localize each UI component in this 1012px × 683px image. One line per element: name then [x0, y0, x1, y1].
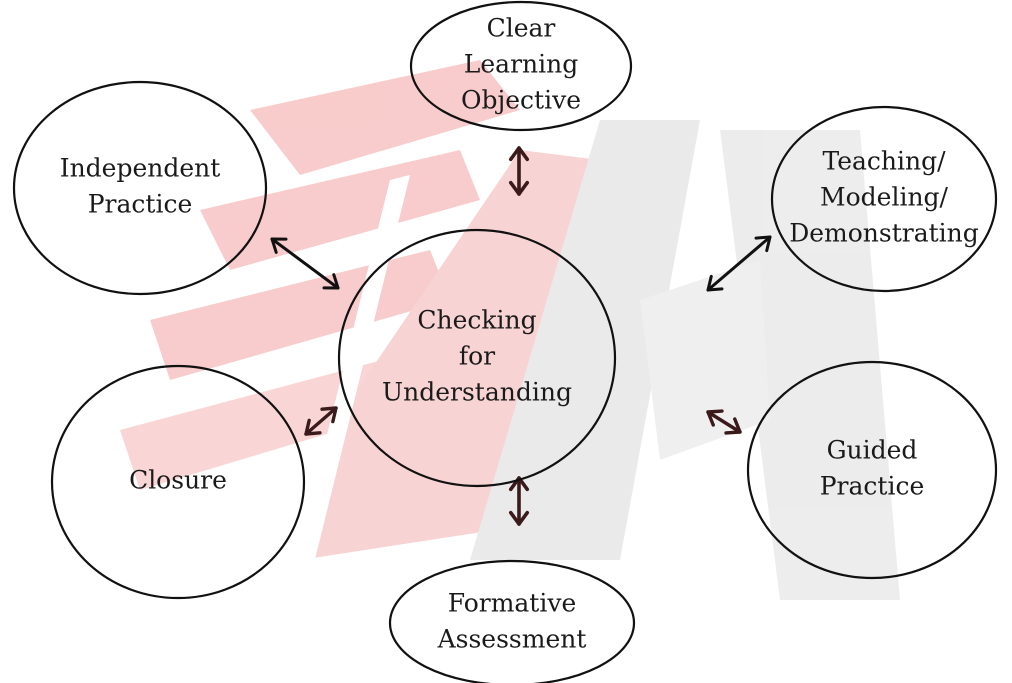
node-label-line: Modeling/	[820, 183, 949, 212]
watermark-red-band-1	[250, 60, 520, 175]
node-closure: Closure	[50, 364, 306, 600]
node-ellipse	[770, 105, 998, 293]
arrow-shaft	[270, 237, 340, 290]
arrowhead-start	[304, 418, 322, 436]
node-label-line: Closure	[129, 466, 227, 495]
node-label-line: Teaching/	[822, 147, 946, 176]
node-label-line: Checking	[417, 306, 536, 335]
arrow-teaching	[706, 235, 772, 292]
watermark-gray-m-mid	[640, 260, 770, 460]
watermark-gray-m-right	[720, 130, 900, 600]
node-label-line: Formative	[448, 589, 577, 618]
arrow-formative	[508, 476, 530, 526]
node-ellipse	[337, 228, 617, 488]
arrowhead-end	[322, 273, 340, 290]
watermark-red-band-4	[120, 350, 440, 490]
arrow-shaft	[706, 410, 742, 434]
node-label-line: Learning	[464, 50, 578, 79]
node-label-line: Assessment	[437, 625, 587, 654]
node-ellipse	[50, 364, 306, 600]
watermark-gap-stripe	[280, 175, 410, 625]
arrow-closure	[304, 406, 338, 436]
node-teaching: Teaching/Modeling/Demonstrating	[770, 105, 998, 293]
node-label-line: Clear	[487, 14, 556, 43]
arrowhead-end	[724, 417, 742, 435]
watermark-red-band-2	[200, 150, 480, 270]
node-label-line: Guided	[827, 436, 918, 465]
node-label-line: for	[459, 342, 495, 371]
arrow-shaft	[304, 406, 338, 436]
arrow-independent	[270, 237, 340, 290]
arrow-clear-objective	[508, 146, 530, 196]
arrowhead-start	[508, 146, 530, 162]
node-label-line: Understanding	[382, 378, 572, 407]
node-label-line: Objective	[461, 86, 581, 115]
node-ellipse	[388, 559, 636, 683]
arrowhead-end	[508, 180, 530, 196]
arrowhead-end	[754, 235, 772, 253]
edges-layer	[270, 146, 772, 526]
node-label-line: Practice	[820, 472, 925, 501]
node-ellipse	[746, 360, 998, 580]
node-label-line: Demonstrating	[789, 219, 979, 248]
arrow-shaft	[706, 235, 772, 292]
arrowhead-start	[270, 237, 288, 254]
arrowhead-start	[706, 274, 724, 292]
arrowhead-start	[706, 409, 724, 427]
arrowhead-end	[320, 406, 338, 424]
node-ellipse	[409, 0, 633, 132]
arrowhead-end	[508, 510, 530, 526]
arrow-guided	[706, 409, 742, 435]
node-label-line: Independent	[60, 154, 221, 183]
node-label-line: Practice	[88, 190, 193, 219]
node-ellipse	[12, 80, 268, 296]
watermark-gray-m-left	[470, 120, 700, 560]
arrowhead-start	[508, 476, 530, 492]
